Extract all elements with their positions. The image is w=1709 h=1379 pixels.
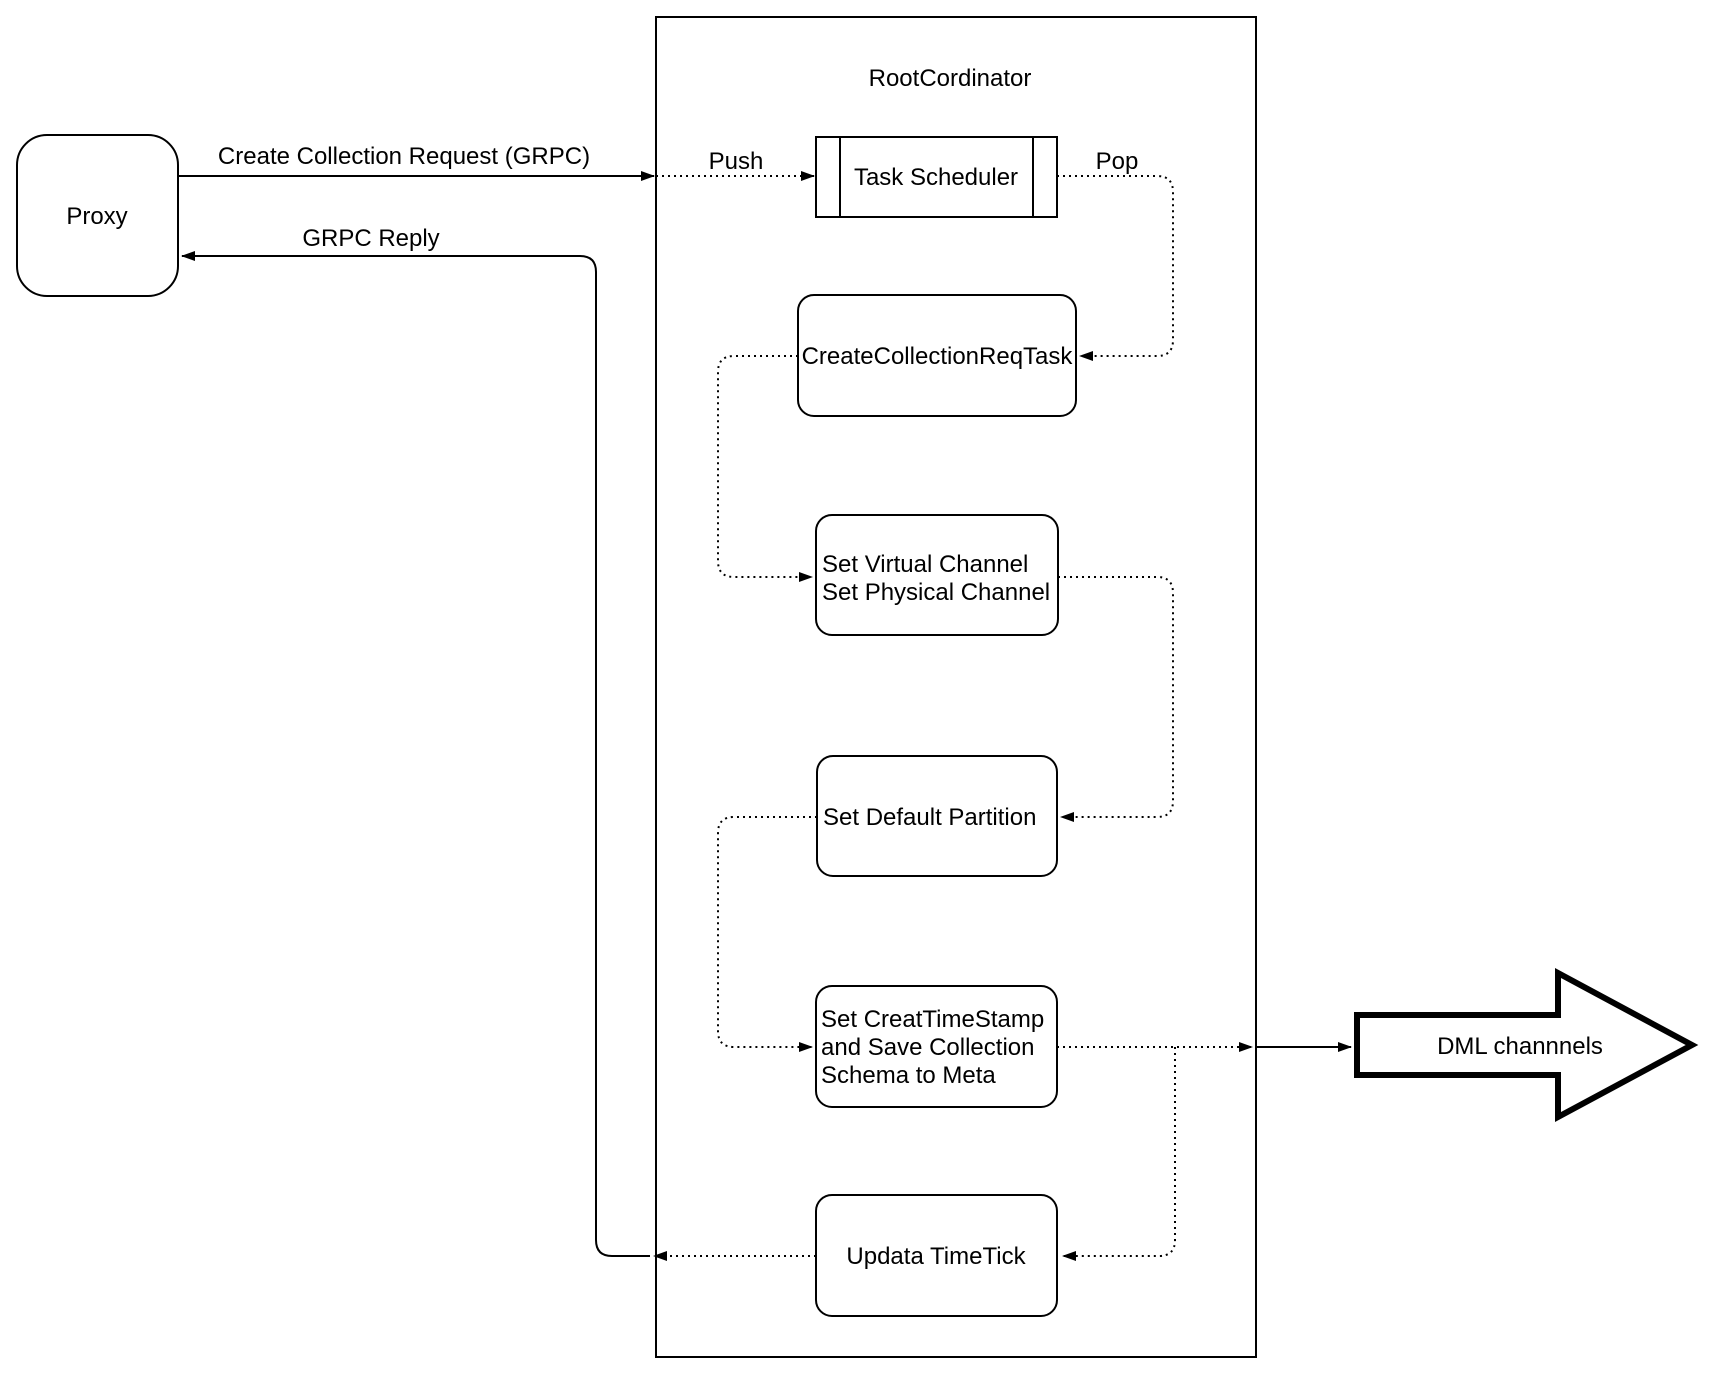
- node-root-coordinator[interactable]: RootCordinator: [655, 16, 1257, 1358]
- node-set-timestamp[interactable]: Set CreatTimeStamp and Save Collection S…: [815, 985, 1058, 1108]
- dml-arrow-shape: [1354, 967, 1699, 1123]
- set-channels-line-2: Set Physical Channel: [822, 579, 1050, 606]
- update-timetick-label: Updata TimeTick: [846, 1243, 1026, 1270]
- create-collection-req-task-label: CreateCollectionReqTask: [802, 343, 1074, 370]
- edge-pop[interactable]: Pop: [1057, 148, 1174, 361]
- edge-create-collection-request-label: Create Collection Request (GRPC): [218, 143, 590, 170]
- dml-channels-label: DML channnels: [1437, 1033, 1603, 1060]
- node-create-collection-req-task[interactable]: CreateCollectionReqTask: [797, 294, 1077, 417]
- set-timestamp-line-3: Schema to Meta: [821, 1062, 996, 1089]
- edge-create-collection-request[interactable]: Create Collection Request (GRPC): [178, 143, 655, 181]
- node-proxy[interactable]: Proxy: [16, 134, 179, 297]
- edge-channels-to-partition[interactable]: [1058, 576, 1174, 822]
- node-dml-channels[interactable]: DML channnels: [1354, 967, 1699, 1123]
- edge-push-label: Push: [709, 148, 764, 175]
- node-update-timetick[interactable]: Updata TimeTick: [815, 1194, 1058, 1317]
- set-channels-line-1: Set Virtual Channel: [822, 551, 1028, 578]
- task-scheduler-label: Task Scheduler: [854, 164, 1018, 191]
- set-timestamp-line-1: Set CreatTimeStamp: [821, 1006, 1044, 1033]
- edge-pop-label: Pop: [1096, 148, 1139, 175]
- node-task-scheduler[interactable]: Task Scheduler: [815, 136, 1058, 218]
- edge-timestamp-to-timetick[interactable]: [1062, 1047, 1176, 1261]
- proxy-label: Proxy: [66, 203, 127, 230]
- edge-push[interactable]: Push: [656, 148, 815, 181]
- set-timestamp-line-2: and Save Collection: [821, 1034, 1034, 1061]
- edge-grpc-reply[interactable]: GRPC Reply: [181, 225, 650, 1257]
- edge-grpc-reply-label: GRPC Reply: [302, 225, 439, 252]
- edge-partition-to-timestamp[interactable]: [717, 816, 817, 1052]
- node-set-channels[interactable]: Set Virtual Channel Set Physical Channel: [815, 514, 1059, 636]
- root-coordinator-title: RootCordinator: [869, 65, 1032, 92]
- node-set-default-partition[interactable]: Set Default Partition: [816, 755, 1058, 877]
- set-default-partition-label: Set Default Partition: [823, 804, 1036, 831]
